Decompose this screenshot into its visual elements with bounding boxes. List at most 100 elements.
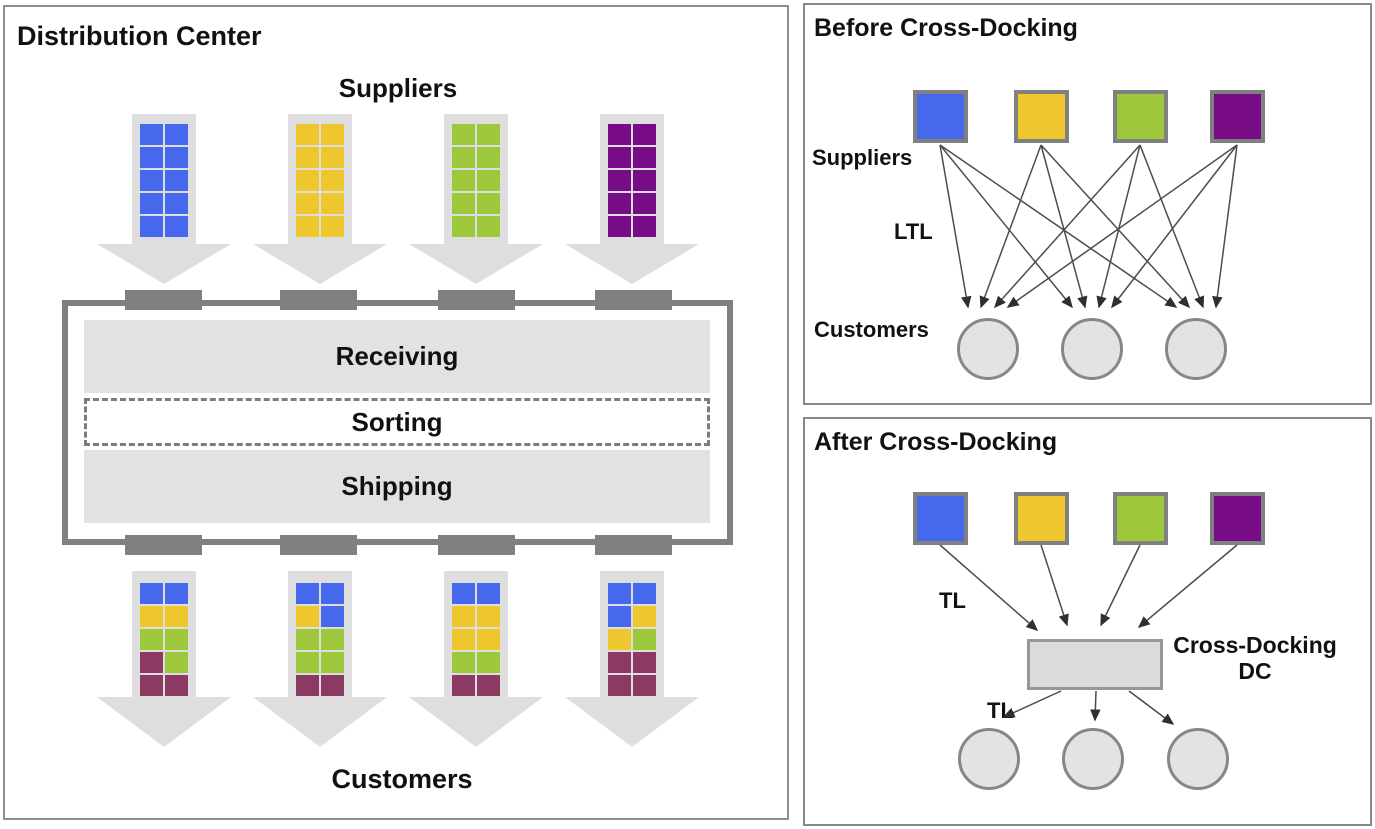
supplier-box (1210, 90, 1265, 143)
pallet-cell (452, 124, 475, 145)
pallet-grid (140, 124, 188, 237)
pallet-cell (633, 147, 656, 168)
dock-door (595, 290, 672, 310)
pallet-cell (477, 124, 500, 145)
pallet-cell (321, 652, 344, 673)
dock-door (595, 535, 672, 555)
pallet-grid (296, 583, 344, 696)
supplier-box (913, 492, 968, 545)
pallet-cell (321, 675, 344, 696)
dock-door (280, 290, 357, 310)
pallet-cell (165, 170, 188, 191)
pallet-cell (452, 193, 475, 214)
pallet-cell (165, 193, 188, 214)
pallet-cell (452, 675, 475, 696)
pallet-cell (477, 147, 500, 168)
pallet-cell (452, 216, 475, 237)
pallet-cell (633, 124, 656, 145)
supplier-box (913, 90, 968, 143)
pallet-cell (321, 583, 344, 604)
panel-title: Distribution Center (17, 21, 262, 51)
pallet-cell (452, 652, 475, 673)
pallet-cell (296, 675, 319, 696)
pallet-cell (165, 606, 188, 627)
supplier-box (1014, 492, 1069, 545)
arrow-head (97, 697, 231, 747)
pallet-cell (477, 193, 500, 214)
pallet-cell (321, 124, 344, 145)
pallet-cell (477, 652, 500, 673)
pallet-cell (140, 583, 163, 604)
pallet-cell (608, 147, 631, 168)
suppliers-label: Suppliers (812, 145, 913, 170)
arrow-head (253, 244, 387, 284)
customer-flow-arrow (97, 571, 231, 747)
pallet-cell (165, 629, 188, 650)
pallet-cell (608, 629, 631, 650)
pallet-cell (140, 216, 163, 237)
pallet-cell (140, 652, 163, 673)
pallet-cell (140, 675, 163, 696)
pallet-cell (165, 675, 188, 696)
pallet-cell (296, 170, 319, 191)
pallet-cell (321, 629, 344, 650)
pallet-cell (165, 583, 188, 604)
pallet-cell (608, 216, 631, 237)
pallet-cell (633, 193, 656, 214)
pallet-cell (477, 606, 500, 627)
dc-label-line1: Cross-Docking (1173, 632, 1337, 658)
dc-label-line2: DC (1238, 658, 1272, 685)
pallet-cell (608, 124, 631, 145)
customer-circle (1165, 318, 1227, 380)
ltl-label: LTL (894, 219, 933, 244)
arrow-head (409, 244, 543, 284)
pallet-cell (140, 124, 163, 145)
pallet-cell (633, 675, 656, 696)
pallet-cell (452, 606, 475, 627)
after-cross-docking-panel: After Cross-Docking TL TL Cross-Docking … (803, 417, 1372, 826)
before-cross-docking-panel: Before Cross-Docking Suppliers LTL Custo… (803, 3, 1372, 405)
customers-label: Customers (331, 764, 473, 794)
tl-inbound-label: TL (939, 588, 966, 613)
dock-door (438, 290, 515, 310)
pallet-cell (608, 675, 631, 696)
pallet-cell (477, 216, 500, 237)
pallet-cell (633, 170, 656, 191)
pallet-cell (477, 170, 500, 191)
arrow-head (565, 244, 699, 284)
customer-flow-arrow (253, 571, 387, 747)
pallet-cell (296, 606, 319, 627)
customer-circle (958, 728, 1020, 790)
pallet-cell (165, 124, 188, 145)
dock-door (280, 535, 357, 555)
customer-circle (1167, 728, 1229, 790)
suppliers-label: Suppliers (338, 73, 458, 103)
pallet-cell (296, 216, 319, 237)
cross-docking-dc-rect (1027, 639, 1163, 690)
dock-door (125, 290, 202, 310)
pallet-grid (608, 583, 656, 696)
pallet-cell (633, 606, 656, 627)
tl-outbound-label: TL (987, 698, 1014, 723)
pallet-grid (140, 583, 188, 696)
pallet-cell (321, 170, 344, 191)
dock-door (438, 535, 515, 555)
pallet-cell (452, 170, 475, 191)
supplier-box (1014, 90, 1069, 143)
zone-sorting: Sorting (84, 398, 710, 446)
pallet-cell (321, 216, 344, 237)
pallet-cell (165, 216, 188, 237)
pallet-cell (452, 629, 475, 650)
pallet-grid (608, 124, 656, 237)
pallet-cell (321, 606, 344, 627)
pallet-grid (452, 583, 500, 696)
distribution-center-panel: Distribution Center Suppliers Receiving … (3, 5, 789, 820)
pallet-cell (633, 583, 656, 604)
zone-shipping: Shipping (84, 450, 710, 523)
pallet-cell (633, 652, 656, 673)
arrow-head (565, 697, 699, 747)
pallet-cell (452, 147, 475, 168)
pallet-cell (296, 629, 319, 650)
pallet-cell (296, 124, 319, 145)
cross-docking-dc-label: Cross-Docking DC (1163, 632, 1347, 685)
